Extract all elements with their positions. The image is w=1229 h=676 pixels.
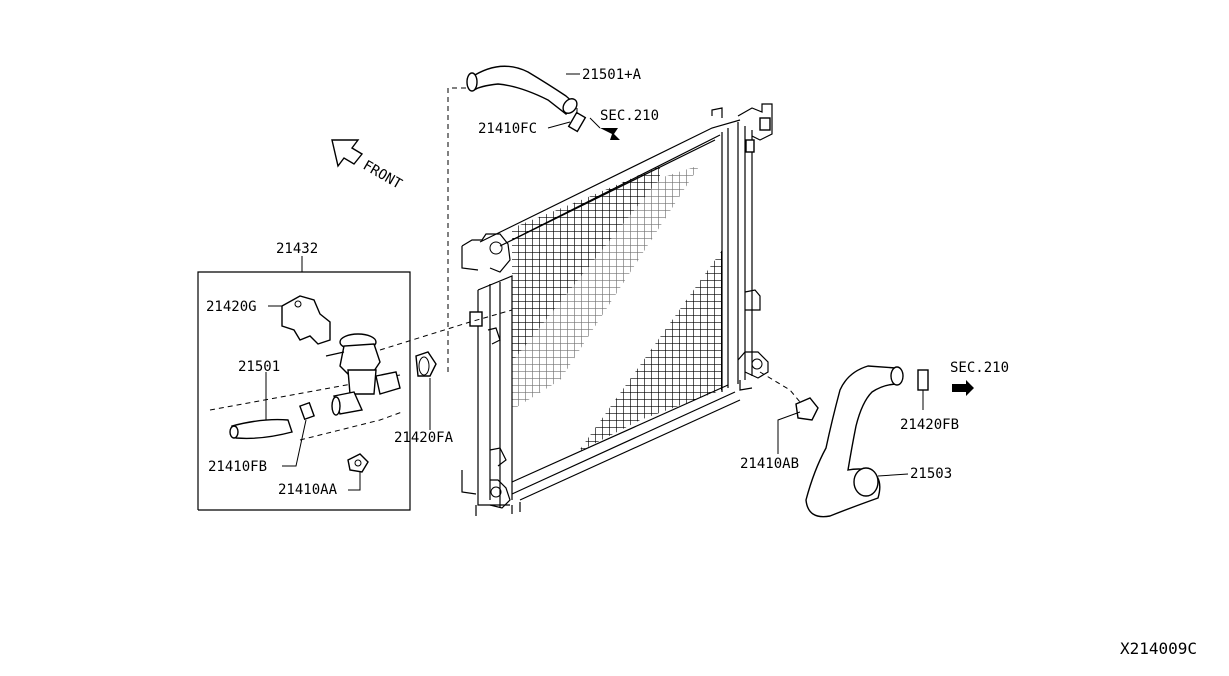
callout-21501: 21501 [238, 359, 280, 375]
sec210-arrow-right-icon [952, 380, 974, 396]
callout-21410ab: 21410AB [740, 456, 799, 472]
dashed-leader [447, 87, 470, 372]
callout-21420g: 21420G [206, 299, 257, 315]
water-outlet-box [197, 256, 411, 511]
callout-21501a: 21501+A [582, 67, 642, 83]
callout-21410fb: 21410FB [208, 459, 267, 475]
callout-21420fb: 21420FB [900, 417, 959, 433]
callout-21432: 21432 [276, 241, 318, 257]
hose-clamp-21410ab [777, 397, 819, 454]
hose-clamp-21420fb [917, 369, 929, 410]
radiator-core-mesh-band-upper [512, 166, 660, 362]
dashed-leader [759, 371, 801, 403]
sec210-arrow-top-icon [600, 128, 620, 140]
lower-radiator-hose [805, 365, 909, 518]
dashed-leader [209, 374, 401, 411]
front-arrow-icon: FRONT [331, 139, 405, 193]
radiator-core-mesh-band-lower [578, 250, 722, 452]
radiator-core-mesh-band-mid [512, 165, 700, 410]
callout-sec210-top: SEC.210 [600, 108, 659, 124]
diagram-id: X214009C [1120, 639, 1197, 658]
callout-21410fc: 21410FC [478, 121, 537, 137]
callout-21420fa: 21420FA [394, 430, 454, 446]
radiator-assembly [461, 103, 773, 516]
callout-21410aa: 21410AA [278, 482, 338, 498]
dashed-leader [299, 411, 403, 441]
front-label: FRONT [360, 158, 405, 193]
hose-clamp-21410fc [567, 108, 587, 133]
hose-clamp-21420fa [415, 351, 437, 430]
callout-21503: 21503 [910, 466, 952, 482]
upper-radiator-hose [466, 65, 578, 115]
callout-sec210-right: SEC.210 [950, 360, 1009, 376]
